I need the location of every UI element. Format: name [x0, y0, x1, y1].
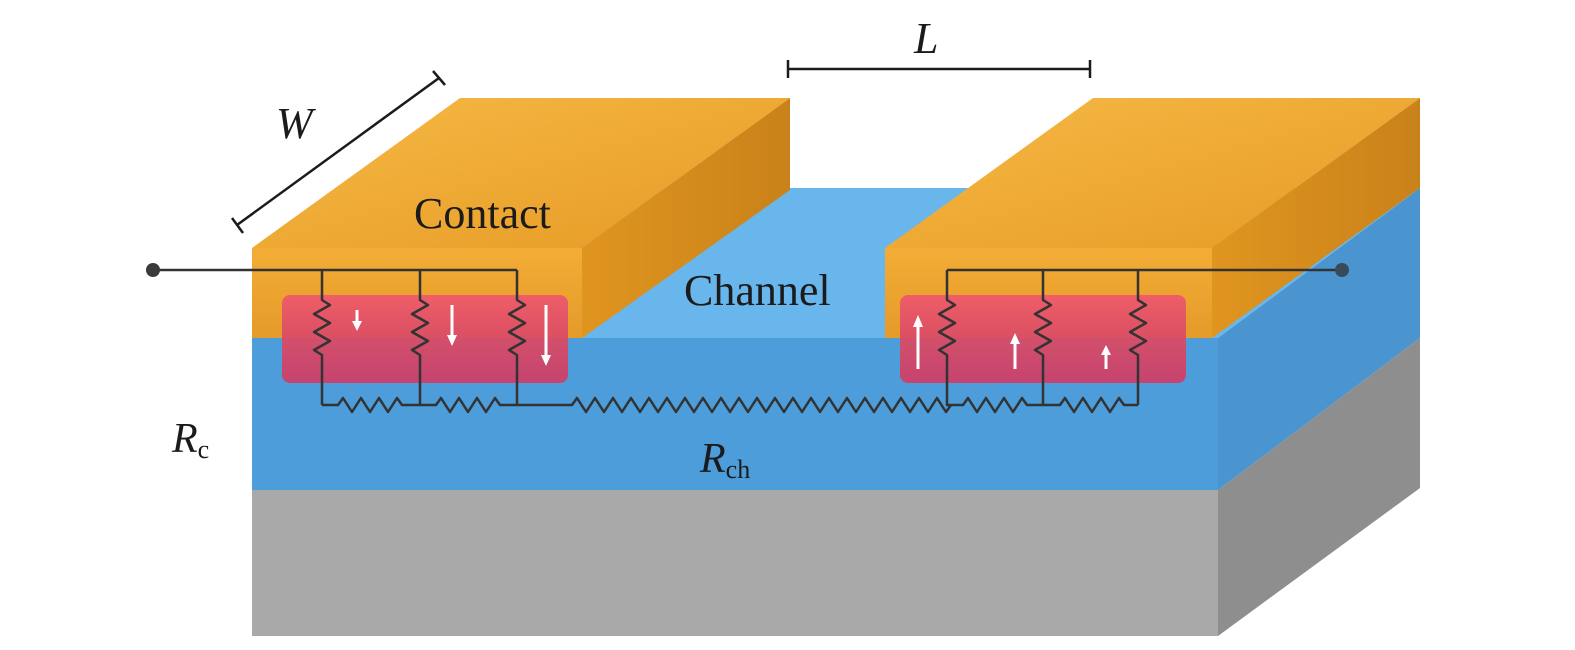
right-terminal-dot — [1335, 263, 1349, 277]
up-arrow-icon — [1010, 333, 1020, 369]
up-arrow-icon — [913, 315, 923, 369]
contact-label: Contact — [414, 189, 551, 238]
bottom-resistor-chain — [322, 396, 1138, 414]
length-dimension — [786, 60, 1092, 78]
resistor-network — [153, 268, 1342, 414]
right-vertical-resistor-3 — [1128, 270, 1148, 405]
channel-label: Channel — [684, 266, 831, 315]
width-dimension — [230, 70, 446, 234]
right-contact-top — [885, 98, 1420, 248]
right-contact-region — [900, 295, 1186, 383]
left-terminal-dot — [146, 263, 160, 277]
substrate-side — [1218, 338, 1420, 636]
left-vertical-resistor-1 — [312, 270, 332, 405]
left-contact-top — [252, 98, 790, 248]
right-vertical-resistor-2 — [1033, 270, 1053, 405]
down-arrow-icon — [352, 310, 362, 331]
length-label: L — [913, 14, 938, 63]
down-arrow-icon — [541, 305, 551, 366]
contact-resistance-label: Rc — [171, 416, 209, 464]
substrate — [252, 338, 1420, 636]
right-vertical-resistor-1 — [937, 270, 957, 405]
down-arrow-icon — [447, 305, 457, 346]
right-contact-side — [1212, 98, 1420, 338]
up-arrow-icon — [1101, 345, 1111, 369]
channel-side — [1218, 188, 1420, 490]
substrate-front — [252, 490, 1218, 636]
right-current-arrows — [913, 315, 1111, 369]
width-label: W — [276, 99, 316, 148]
left-current-arrows — [352, 305, 551, 366]
left-vertical-resistor-2 — [410, 270, 430, 405]
left-vertical-resistor-3 — [507, 270, 527, 405]
left-contact-side — [582, 98, 790, 338]
channel-resistance-label: Rch — [699, 436, 750, 484]
